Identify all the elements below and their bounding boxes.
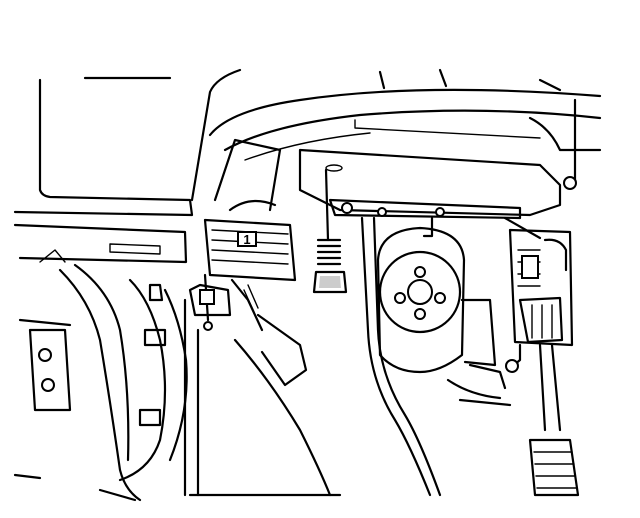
left-wiring xyxy=(13,249,188,502)
connector-callout-label: 1 xyxy=(243,232,250,247)
accelerator-pedal-assembly xyxy=(503,216,580,497)
lower-trim xyxy=(446,378,512,407)
cowl-panel xyxy=(208,68,602,182)
pedal-support-bracket xyxy=(298,148,577,220)
brake-pedal-arm xyxy=(360,216,442,497)
wiring-harness xyxy=(188,278,308,387)
spring-bolt xyxy=(312,164,348,294)
harness-connector-1: 1 xyxy=(203,138,297,322)
brake-booster xyxy=(376,226,507,390)
dash-panel xyxy=(13,68,242,264)
steering-support xyxy=(183,298,342,497)
